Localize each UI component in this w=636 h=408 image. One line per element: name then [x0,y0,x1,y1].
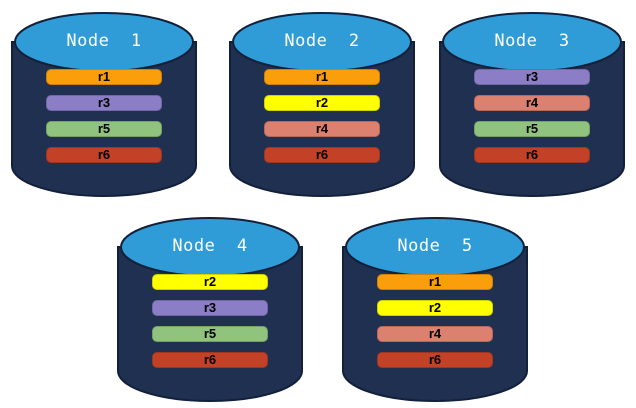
replica-label: r5 [203,326,217,341]
replica-bar-r3: r3 [152,300,268,316]
database-node-2: Node 2 r1 r2 r4 r6 [228,8,416,200]
replica-label: r6 [97,147,111,162]
replica-bar-r4: r4 [377,326,493,342]
replica-bar-r1: r1 [46,69,162,85]
replica-bar-r5: r5 [152,326,268,342]
replica-label: r3 [97,95,111,110]
replica-label: r2 [315,95,329,110]
node-label: Node 5 [397,236,473,256]
node-label: Node 2 [284,31,360,51]
replica-label: r2 [203,274,217,289]
replica-bar-r6: r6 [46,147,162,163]
database-node-4: Node 4 r2 r3 r5 r6 [116,213,304,405]
replica-label: r1 [428,274,442,289]
node-label: Node 4 [172,236,248,256]
node-label: Node 3 [494,31,570,51]
replica-label: r4 [525,95,539,110]
database-node-5: Node 5 r1 r2 r4 r6 [341,213,529,405]
database-node-1: Node 1 r1 r3 r5 r6 [10,8,198,200]
replica-label: r6 [428,352,442,367]
replica-bar-r2: r2 [377,300,493,316]
replica-list: r1 r3 r5 r6 [10,69,198,163]
replica-bar-r6: r6 [474,147,590,163]
replica-list: r2 r3 r5 r6 [116,274,304,368]
replica-list: r1 r2 r4 r6 [228,69,416,163]
replica-bar-r6: r6 [377,352,493,368]
replica-label: r6 [315,147,329,162]
replica-bar-r5: r5 [474,121,590,137]
database-node-3: Node 3 r3 r4 r5 r6 [438,8,626,200]
replica-bar-r1: r1 [264,69,380,85]
replica-bar-r2: r2 [152,274,268,290]
replica-label: r4 [428,326,442,341]
replica-bar-r5: r5 [46,121,162,137]
replica-label: r5 [525,121,539,136]
replica-label: r2 [428,300,442,315]
replica-bar-r3: r3 [474,69,590,85]
replica-bar-r4: r4 [264,121,380,137]
replica-bar-r3: r3 [46,95,162,111]
replica-label: r1 [97,69,111,84]
replica-list: r1 r2 r4 r6 [341,274,529,368]
replica-bar-r6: r6 [152,352,268,368]
replica-bar-r1: r1 [377,274,493,290]
node-label: Node 1 [66,31,142,51]
replica-bar-r6: r6 [264,147,380,163]
replica-label: r3 [525,69,539,84]
replica-label: r6 [525,147,539,162]
replica-label: r3 [203,300,217,315]
replica-label: r1 [315,69,329,84]
replica-label: r5 [97,121,111,136]
replica-label: r6 [203,352,217,367]
replica-list: r3 r4 r5 r6 [438,69,626,163]
replica-bar-r4: r4 [474,95,590,111]
replica-bar-r2: r2 [264,95,380,111]
replica-label: r4 [315,121,329,136]
